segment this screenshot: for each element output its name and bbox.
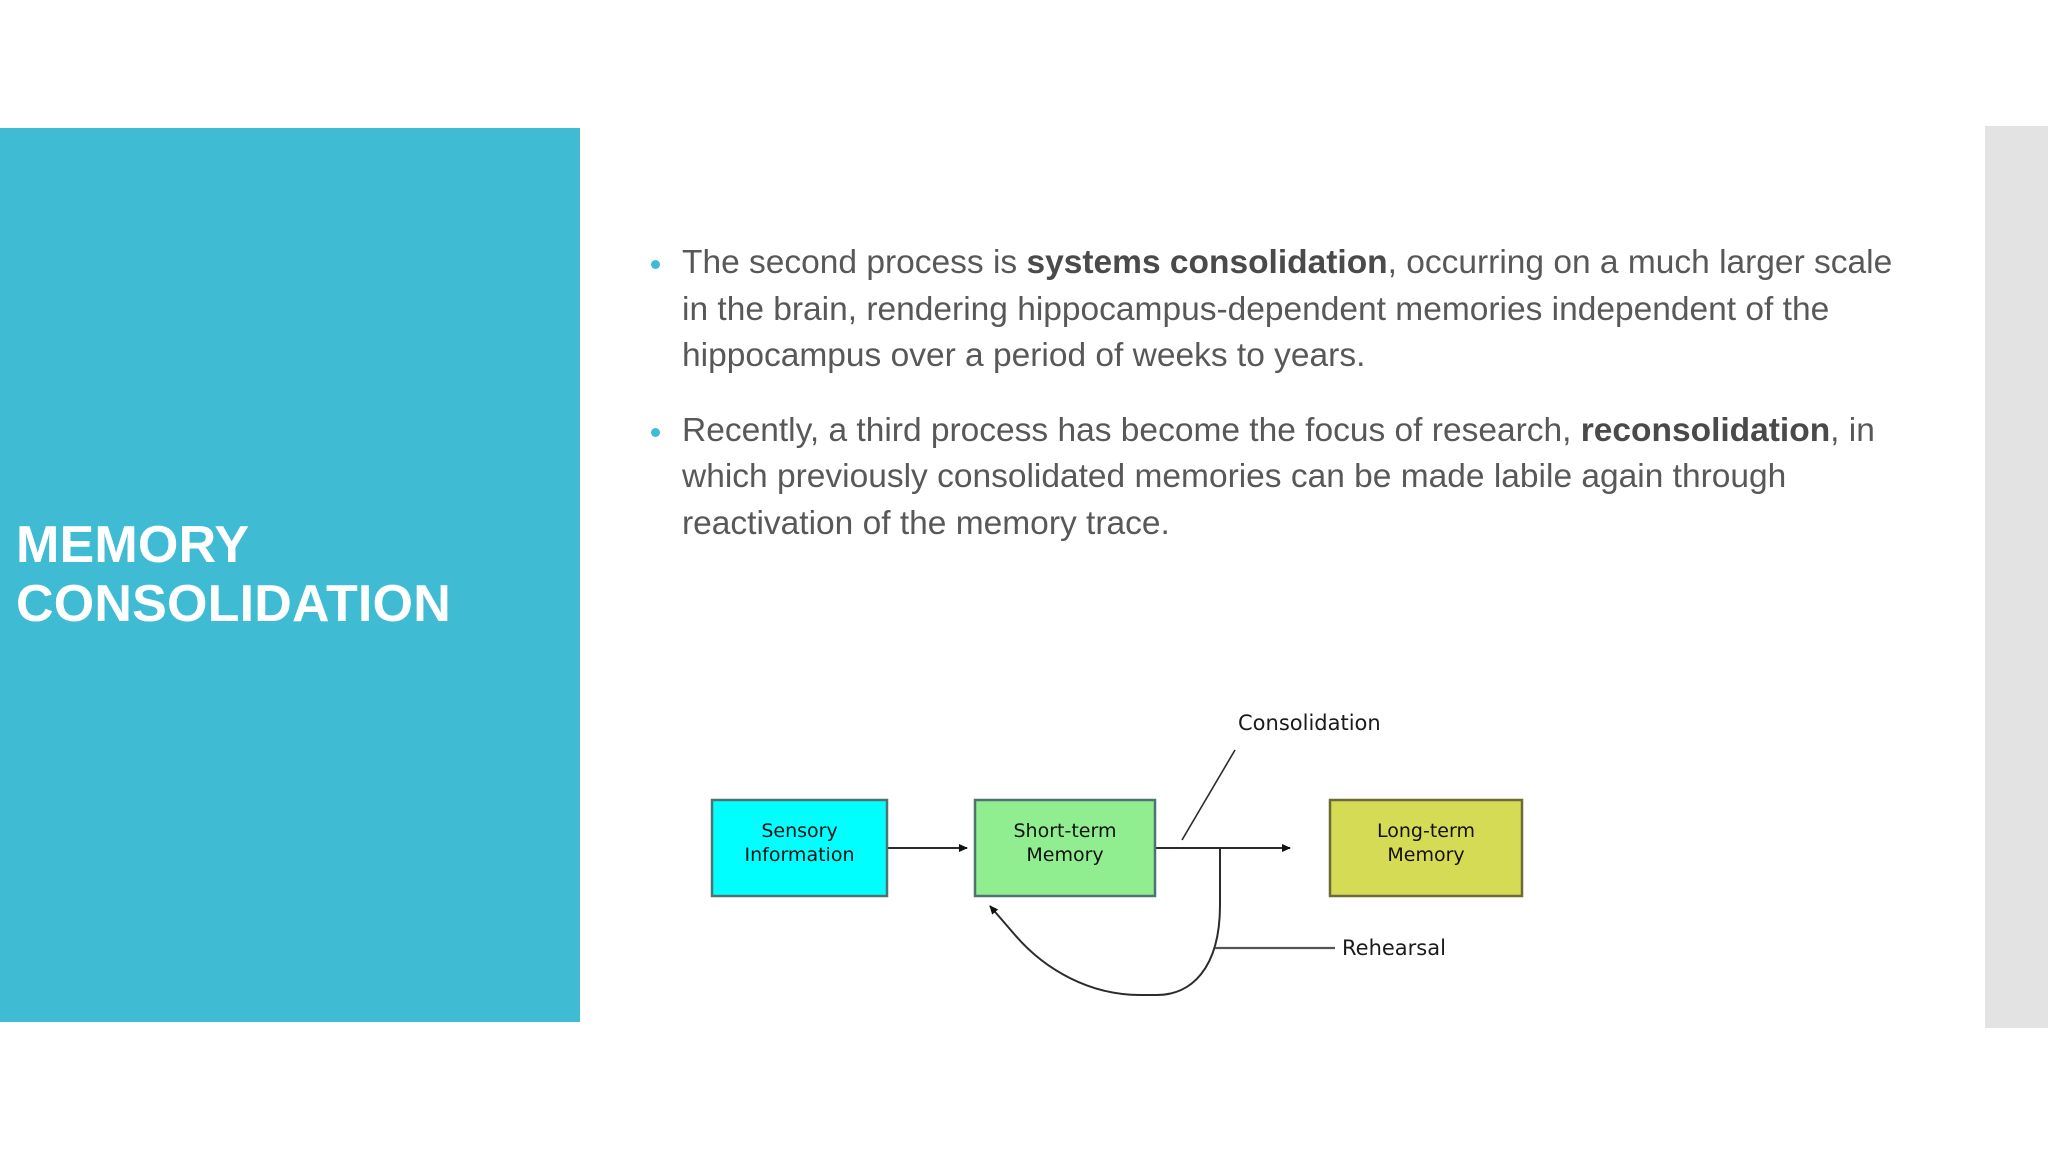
diagram-label-rehearsal: Rehearsal: [1342, 936, 1446, 960]
node-label-stm-line2: Memory: [1026, 844, 1103, 866]
node-label-ltm-line2: Memory: [1387, 844, 1464, 866]
body-content: The second process is systems consolidat…: [640, 240, 1910, 575]
bullet-text-2: Recently, a third process has become the…: [682, 411, 1875, 542]
bullet-item-1: The second process is systems consolidat…: [640, 240, 1910, 380]
title-panel: MEMORY CONSOLIDATION: [0, 128, 580, 1022]
node-label-stm-line1: Short-term: [1014, 820, 1117, 842]
page-title: MEMORY CONSOLIDATION: [16, 516, 451, 633]
diagram-node-sensory: Sensory Information: [710, 798, 889, 898]
node-label-ltm-line1: Long-term: [1377, 820, 1475, 842]
node-label-sensory-line2: Information: [745, 844, 855, 866]
memory-flow-diagram: Sensory Information Short-term Memory Lo…: [690, 690, 1810, 1020]
bullet-dot-icon: [651, 260, 660, 269]
diagram-edges: [887, 749, 1335, 996]
diagram-label-consolidation: Consolidation: [1238, 711, 1381, 735]
edge-rehearsal-loop: [989, 848, 1221, 996]
right-side-strip: [1985, 126, 2048, 1028]
diagram-node-long-term-memory: Long-term Memory: [1328, 798, 1524, 898]
bullet-item-2: Recently, a third process has become the…: [640, 408, 1910, 548]
node-label-sensory-line1: Sensory: [761, 820, 837, 842]
leader-line-consolidation: [1181, 749, 1236, 841]
bullet-dot-icon: [651, 427, 660, 437]
bullet-text-1: The second process is systems consolidat…: [682, 244, 1893, 374]
diagram-node-short-term-memory: Short-term Memory: [973, 798, 1157, 898]
